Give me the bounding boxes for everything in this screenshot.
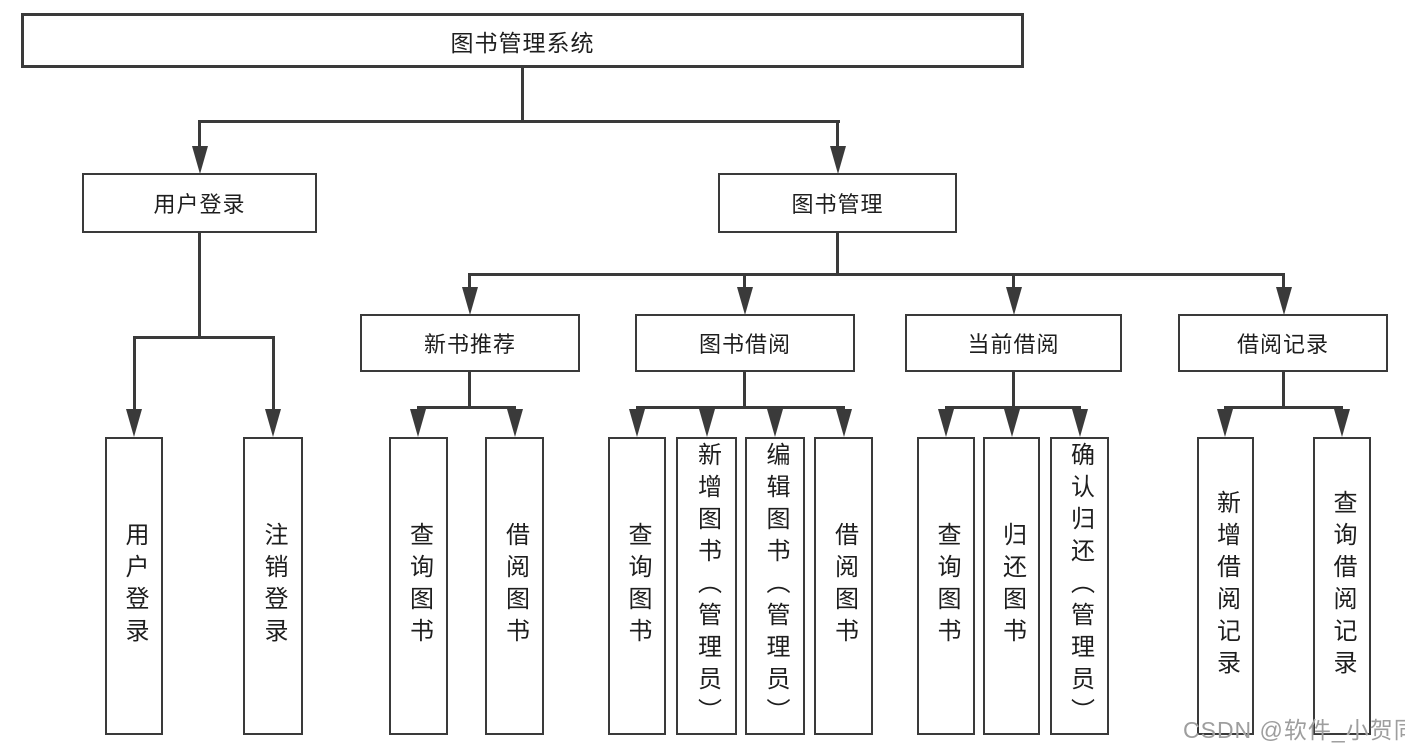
node-label: 借阅图书 <box>830 522 858 650</box>
leaf-confirm-return-admin: 确认归还（管理员） <box>1050 437 1109 735</box>
node-label: 新增图书（管理员） <box>693 442 721 730</box>
arrow-down-icon <box>410 409 426 437</box>
node-label: 借阅图书 <box>501 522 529 650</box>
node-label: 图书借阅 <box>698 332 791 357</box>
arrow-down-icon <box>767 409 783 437</box>
leaf-add-books-admin: 新增图书（管理员） <box>676 437 737 735</box>
node-label: 编辑图书（管理员） <box>762 442 789 730</box>
leaf-borrowing-query-books: 查询图书 <box>608 437 666 735</box>
node-label: 查询图书 <box>405 522 433 650</box>
leaf-borrow-books: 借阅图书 <box>814 437 873 735</box>
node-label: 借阅记录 <box>1236 332 1329 357</box>
connector-line <box>636 406 844 409</box>
node-new-book-recommendation: 新书推荐 <box>360 314 580 372</box>
connector-line <box>198 233 201 339</box>
connector-line <box>836 233 839 276</box>
csdn-watermark: CSDN @软件_小贺同学 <box>1183 717 1405 743</box>
arrow-down-icon <box>1072 409 1088 437</box>
node-label: 确认归还（管理员） <box>1066 442 1094 730</box>
leaf-recommend-borrow-books: 借阅图书 <box>485 437 544 735</box>
leaf-recommend-query-books: 查询图书 <box>389 437 448 735</box>
node-label: 查询图书 <box>624 522 651 650</box>
node-label: 用户登录 <box>153 192 246 217</box>
node-label: 用户登录 <box>121 522 148 650</box>
connector-line <box>1282 372 1285 409</box>
arrow-down-icon <box>192 146 208 174</box>
arrow-down-icon <box>737 287 753 315</box>
node-book-management: 图书管理 <box>718 173 957 233</box>
leaf-add-borrow-record: 新增借阅记录 <box>1197 437 1254 735</box>
connector-line <box>743 273 746 293</box>
leaf-query-borrow-record: 查询借阅记录 <box>1313 437 1371 735</box>
node-label: 图书管理系统 <box>450 29 595 56</box>
node-label: 新书推荐 <box>423 332 516 357</box>
node-label: 图书管理 <box>791 192 884 217</box>
arrow-down-icon <box>462 287 478 315</box>
node-borrowing-records: 借阅记录 <box>1178 314 1388 372</box>
arrow-down-icon <box>629 409 645 437</box>
connector-line <box>468 273 471 293</box>
connector-line <box>272 336 275 414</box>
leaf-user-login: 用户登录 <box>105 437 163 735</box>
connector-line <box>468 372 471 409</box>
connector-line <box>1224 406 1342 409</box>
arrow-down-icon <box>699 409 715 437</box>
connector-line <box>198 120 201 150</box>
arrow-down-icon <box>938 409 954 437</box>
connector-line <box>133 336 275 339</box>
leaf-current-query-books: 查询图书 <box>917 437 975 735</box>
connector-line <box>417 406 516 409</box>
leaf-logout: 注销登录 <box>243 437 303 735</box>
arrow-down-icon <box>507 409 523 437</box>
node-user-login: 用户登录 <box>82 173 317 233</box>
node-label: 注销登录 <box>260 522 287 650</box>
connector-line <box>1282 273 1285 293</box>
leaf-return-books: 归还图书 <box>983 437 1040 735</box>
arrow-down-icon <box>1006 287 1022 315</box>
arrow-down-icon <box>1276 287 1292 315</box>
arrow-down-icon <box>265 409 281 437</box>
arrow-down-icon <box>830 146 846 174</box>
node-label: 归还图书 <box>998 522 1026 650</box>
arrow-down-icon <box>1004 409 1020 437</box>
node-label: 查询图书 <box>933 522 960 650</box>
node-label: 当前借阅 <box>967 332 1060 357</box>
connector-line <box>133 336 136 414</box>
connector-line <box>836 120 839 150</box>
connector-line <box>198 120 840 123</box>
node-label: 新增借阅记录 <box>1212 490 1240 682</box>
connector-line <box>1012 372 1015 409</box>
arrow-down-icon <box>1217 409 1233 437</box>
leaf-edit-books-admin: 编辑图书（管理员） <box>745 437 805 735</box>
arrow-down-icon <box>126 409 142 437</box>
node-book-borrowing: 图书借阅 <box>635 314 855 372</box>
node-label: 查询借阅记录 <box>1329 490 1356 682</box>
arrow-down-icon <box>1334 409 1350 437</box>
connector-line <box>521 68 524 123</box>
connector-line <box>1012 273 1015 293</box>
node-library-management-system: 图书管理系统 <box>21 13 1024 68</box>
arrow-down-icon <box>836 409 852 437</box>
node-current-borrowing: 当前借阅 <box>905 314 1122 372</box>
connector-line <box>468 273 1285 276</box>
connector-line <box>743 372 746 409</box>
